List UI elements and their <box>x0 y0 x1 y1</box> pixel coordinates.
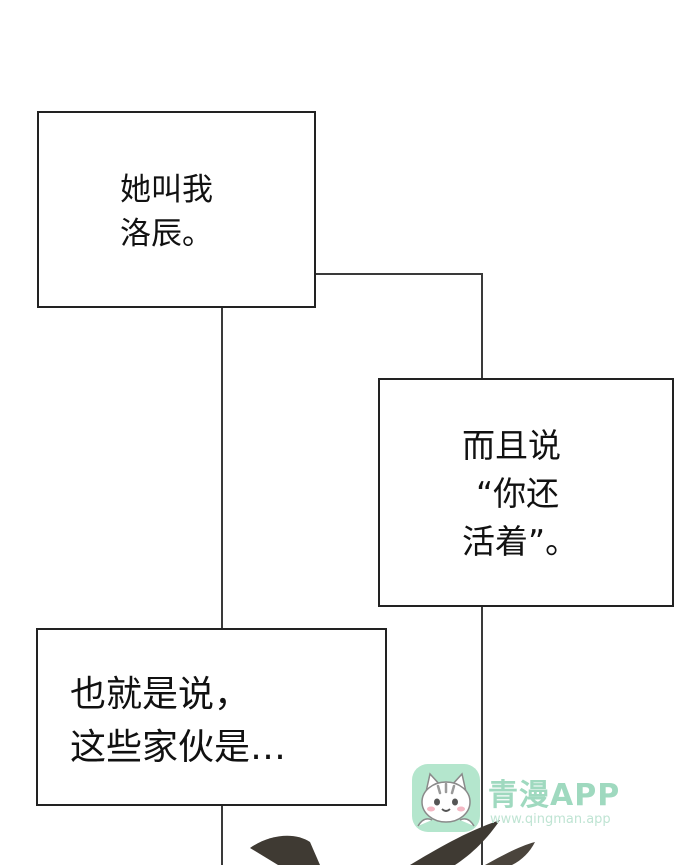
speech-box-2-text: 而且说 “你还活着”。 <box>462 422 578 566</box>
speech-box-2: 而且说 “你还活着”。 <box>378 378 674 607</box>
speech-box-3-line-2: 这些家伙是… <box>70 727 287 769</box>
connector-line-horizontal <box>310 273 483 275</box>
speech-box-2-line-3: 活着”。 <box>462 521 579 561</box>
connector-line-vertical-left <box>221 300 223 865</box>
speech-box-1-text: 她叫我洛辰。 <box>120 168 213 256</box>
connector-line-vertical-right-top <box>481 273 483 380</box>
cat-icon <box>412 764 480 832</box>
speech-box-3-line-1: 也就是说， <box>70 674 251 715</box>
speech-box-1-line-1: 她叫我 <box>120 172 213 208</box>
speech-box-2-line-1: 而且说 <box>462 426 561 465</box>
watermark-brand: 青漫APP <box>488 778 621 813</box>
connector-line-vertical-right-bottom <box>481 600 483 865</box>
speech-box-3-text: 也就是说， 这些家伙是… <box>70 668 286 775</box>
watermark-url: www.qingman.app <box>490 812 611 827</box>
speech-box-3: 也就是说， 这些家伙是… <box>36 628 387 806</box>
speech-box-1: 她叫我洛辰。 <box>37 111 316 308</box>
hair-strands-illustration <box>250 820 535 865</box>
speech-box-1-line-2: 洛辰。 <box>120 216 213 253</box>
speech-box-2-line-2: “你还 <box>476 473 560 513</box>
